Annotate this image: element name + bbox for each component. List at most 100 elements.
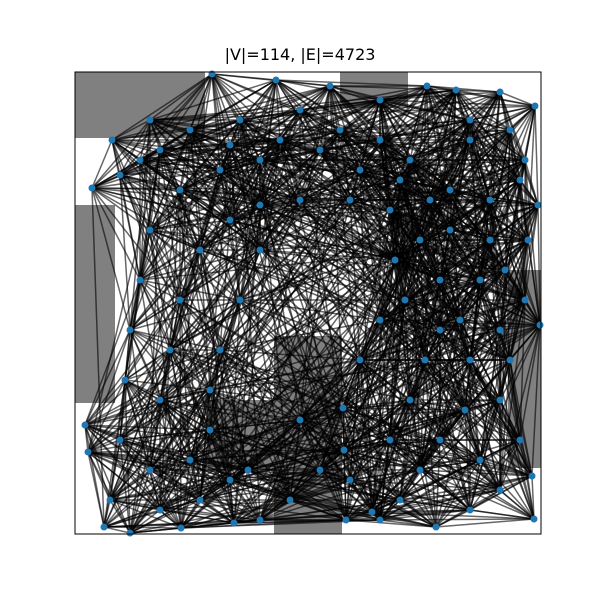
graph-edge (209, 389, 231, 481)
graph-node (176, 296, 184, 304)
graph-edge (379, 91, 501, 101)
graph-node (466, 136, 474, 144)
graph-edge (479, 459, 535, 520)
graph-edge (124, 299, 181, 381)
graph-node (346, 196, 354, 204)
graph-node (506, 126, 514, 134)
graph-edge (84, 349, 171, 426)
graph-node (136, 276, 144, 284)
graph-edge (109, 499, 131, 534)
graph-edge (439, 229, 451, 331)
graph-node (376, 96, 384, 104)
graph-edge (289, 499, 437, 528)
graph-node (126, 326, 134, 334)
graph-edge (435, 518, 535, 528)
graph-node (356, 166, 364, 174)
graph-edge (343, 449, 481, 461)
graph-edge (409, 399, 481, 461)
graph-edge (389, 439, 535, 520)
graph-edge (229, 469, 321, 481)
graph-edge (189, 129, 301, 201)
graph-edge (409, 399, 521, 441)
graph-edge (359, 359, 401, 501)
graph-edge (149, 119, 191, 131)
graph-edge (119, 349, 221, 441)
graph-edge (319, 279, 481, 471)
graph-edge (111, 73, 213, 141)
graph-edge (91, 187, 131, 331)
graph-edge (149, 329, 441, 471)
graph-edge (499, 329, 521, 441)
graph-edge (159, 509, 182, 529)
graph-edge (259, 249, 361, 361)
graph-edge (119, 159, 141, 176)
graph-edge (199, 499, 261, 521)
graph-edge (84, 424, 211, 431)
graph-edge (299, 179, 401, 201)
graph-edge (211, 73, 341, 131)
graph-edge (479, 459, 501, 491)
graph-edge (469, 119, 511, 131)
graph-edge (259, 469, 321, 521)
graph-edge (339, 99, 381, 131)
graph-edge (109, 499, 261, 521)
graph-edge (299, 359, 426, 421)
graph-edge (119, 389, 211, 441)
graph-edge (259, 139, 281, 251)
graph-node (256, 201, 264, 209)
graph-edge (469, 119, 521, 181)
graph-edge (159, 509, 261, 521)
graph-edge (299, 99, 381, 111)
graph-edge (424, 329, 501, 361)
graph-edge (469, 509, 535, 520)
graph-edge (534, 105, 539, 206)
obstacle (75, 205, 115, 403)
graph-node (524, 236, 532, 244)
graph-node (496, 396, 504, 404)
graph-edge (489, 199, 526, 301)
graph-edge (139, 129, 191, 281)
graph-edge (103, 499, 111, 528)
graph-edge (259, 249, 406, 301)
graph-edge (109, 469, 321, 501)
graph-node (100, 523, 108, 531)
graph-node (121, 376, 129, 384)
graph-edge (259, 204, 396, 261)
graph-edge (149, 389, 211, 471)
graph-edge (259, 419, 301, 521)
graph-node (88, 184, 96, 192)
graph-edge (87, 451, 105, 528)
graph-edge (519, 179, 541, 326)
graph-edge (379, 139, 521, 181)
graph-edge (259, 199, 351, 251)
graph-edge (180, 499, 201, 529)
graph-node (226, 476, 234, 484)
graph-edge (239, 299, 381, 321)
graph-edge (469, 119, 481, 281)
graph-edge (379, 139, 411, 401)
graph-edge (149, 105, 536, 121)
graph-node (286, 496, 294, 504)
graph-node (226, 141, 234, 149)
graph-edge (189, 129, 501, 491)
graph-edge (349, 479, 471, 511)
graph-edge (429, 199, 441, 331)
graph-edge (429, 199, 501, 491)
graph-edge (139, 159, 261, 206)
graph-edge (149, 89, 457, 121)
graph-edge (509, 129, 539, 206)
graph-edge (499, 269, 506, 331)
graph-node (156, 146, 164, 154)
graph-edge (489, 129, 511, 201)
graph-node (391, 256, 399, 264)
graph-node (376, 136, 384, 144)
graph-edge (239, 299, 301, 421)
graph-edge (129, 219, 231, 331)
graph-edge (429, 179, 521, 201)
graph-edge (509, 129, 521, 181)
graph-edge (259, 249, 381, 321)
graph-edge (87, 349, 221, 453)
graph-edge (149, 109, 301, 121)
graph-node (136, 156, 144, 164)
graph-edge (409, 159, 421, 471)
